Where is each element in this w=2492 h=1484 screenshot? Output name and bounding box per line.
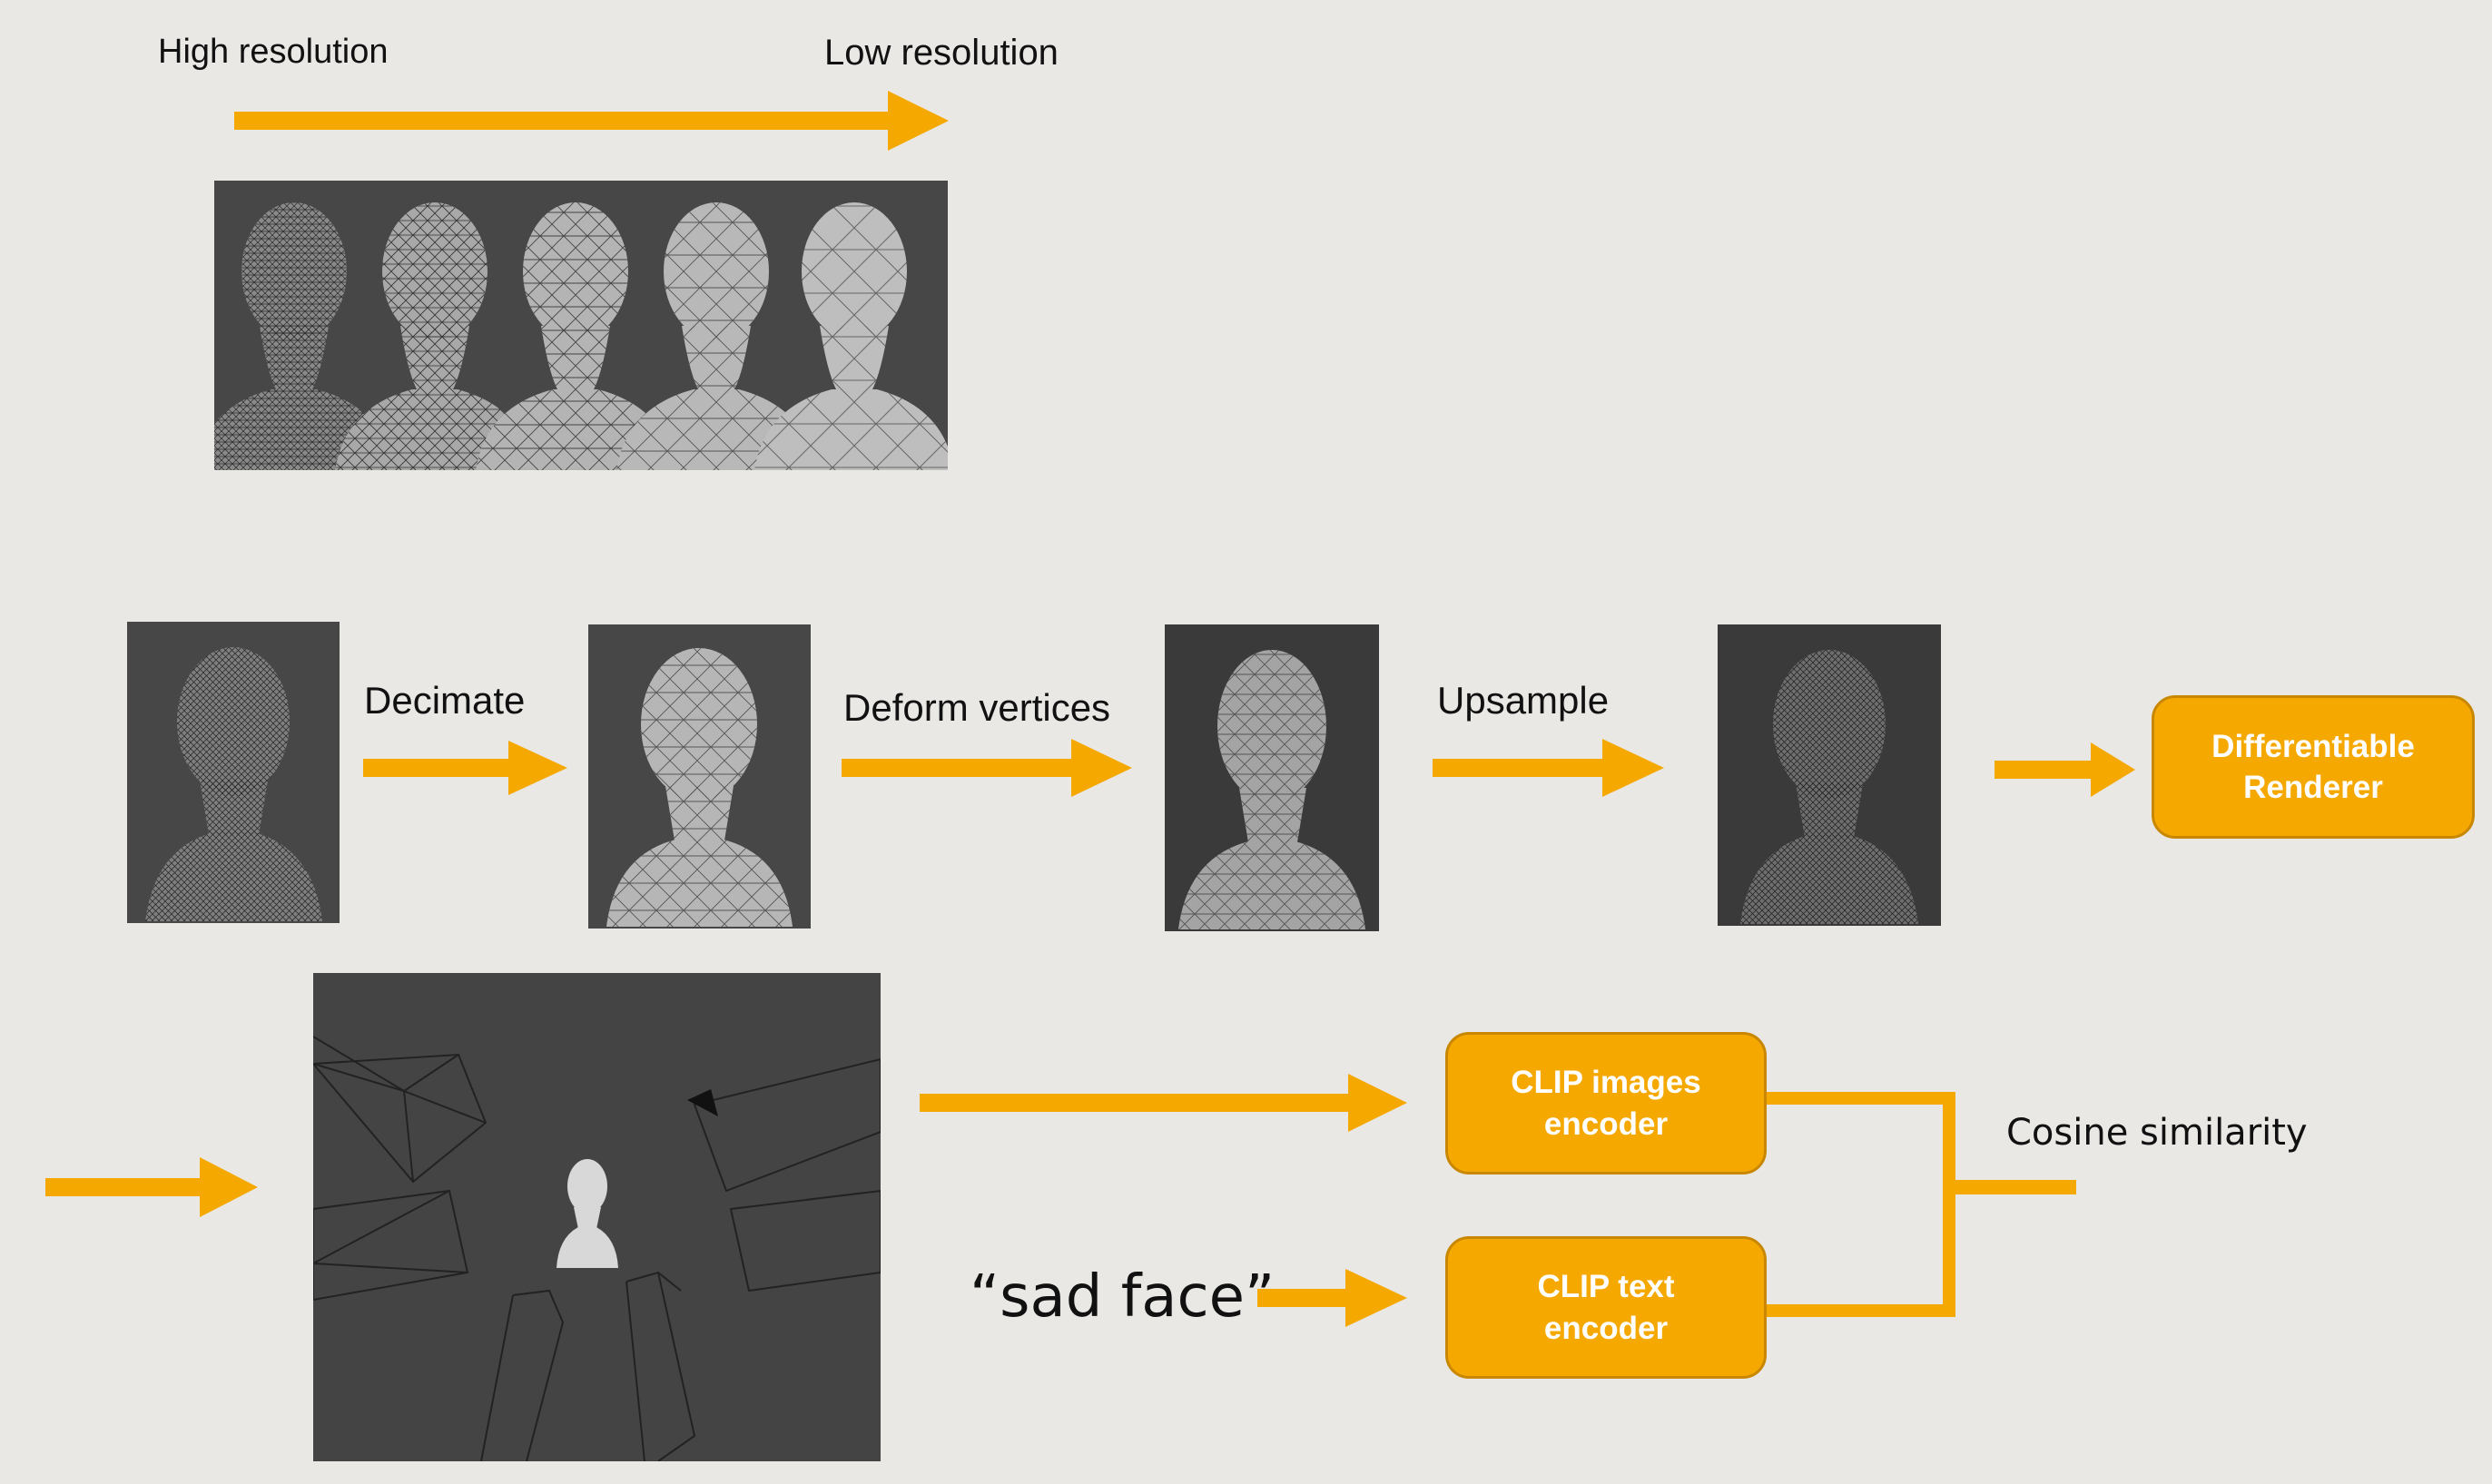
similarity-bracket [1765,1092,2076,1317]
head-mesh-icon [1178,650,1365,929]
deform-vertices-label: Deform vertices [843,686,1111,729]
active-camera-marker [687,1089,718,1116]
deform-arrow [842,739,1132,797]
camera-frustum-icon [313,1036,488,1184]
head-mesh-icon [145,647,322,921]
to-renderer-arrow [1995,742,2135,797]
cosine-similarity-label: Cosine similarity [2006,1112,2308,1154]
decimate-arrow [363,741,567,795]
camera-frustum-icon [313,1189,469,1302]
decimate-label: Decimate [364,679,526,722]
decimated-head-panel [588,624,811,929]
low-resolution-label: Low resolution [824,33,1059,73]
render-to-image-encoder-arrow [920,1074,1407,1132]
camera-frustum-icon [625,1271,696,1461]
deformed-head-panel [1165,624,1379,931]
renderer-label: Differentiable Renderer [2211,728,2415,806]
resolution-strip [214,181,948,470]
resolution-arrow [234,91,949,151]
head-mesh-icon [754,202,948,470]
renderer-continuation-arrow [45,1157,258,1217]
upsampled-head-panel [1718,624,1941,926]
prompt-to-text-encoder-arrow [1257,1269,1407,1327]
camera-frustum-icon [729,1189,881,1292]
clip-images-encoder-box: CLIP images encoder [1445,1032,1767,1174]
clip-images-encoder-label: CLIP images encoder [1511,1065,1701,1142]
high-resolution-label: High resolution [158,33,389,71]
upsample-label: Upsample [1437,679,1610,722]
head-mesh-icon [1740,650,1918,924]
camera-frustum-icon [693,1057,881,1193]
head-mesh-icon [557,1159,618,1268]
clip-text-encoder-label: CLIP text encoder [1537,1269,1675,1346]
camera-render-scene [313,973,881,1461]
camera-frustum-icon [480,1289,565,1461]
head-mesh-icon [606,648,793,927]
differentiable-renderer-box: Differentiable Renderer [2152,695,2475,839]
high-res-head-panel [127,622,340,923]
clip-text-encoder-box: CLIP text encoder [1445,1236,1767,1379]
prompt-text: “sad face” [970,1263,1276,1331]
upsample-arrow [1433,739,1664,797]
